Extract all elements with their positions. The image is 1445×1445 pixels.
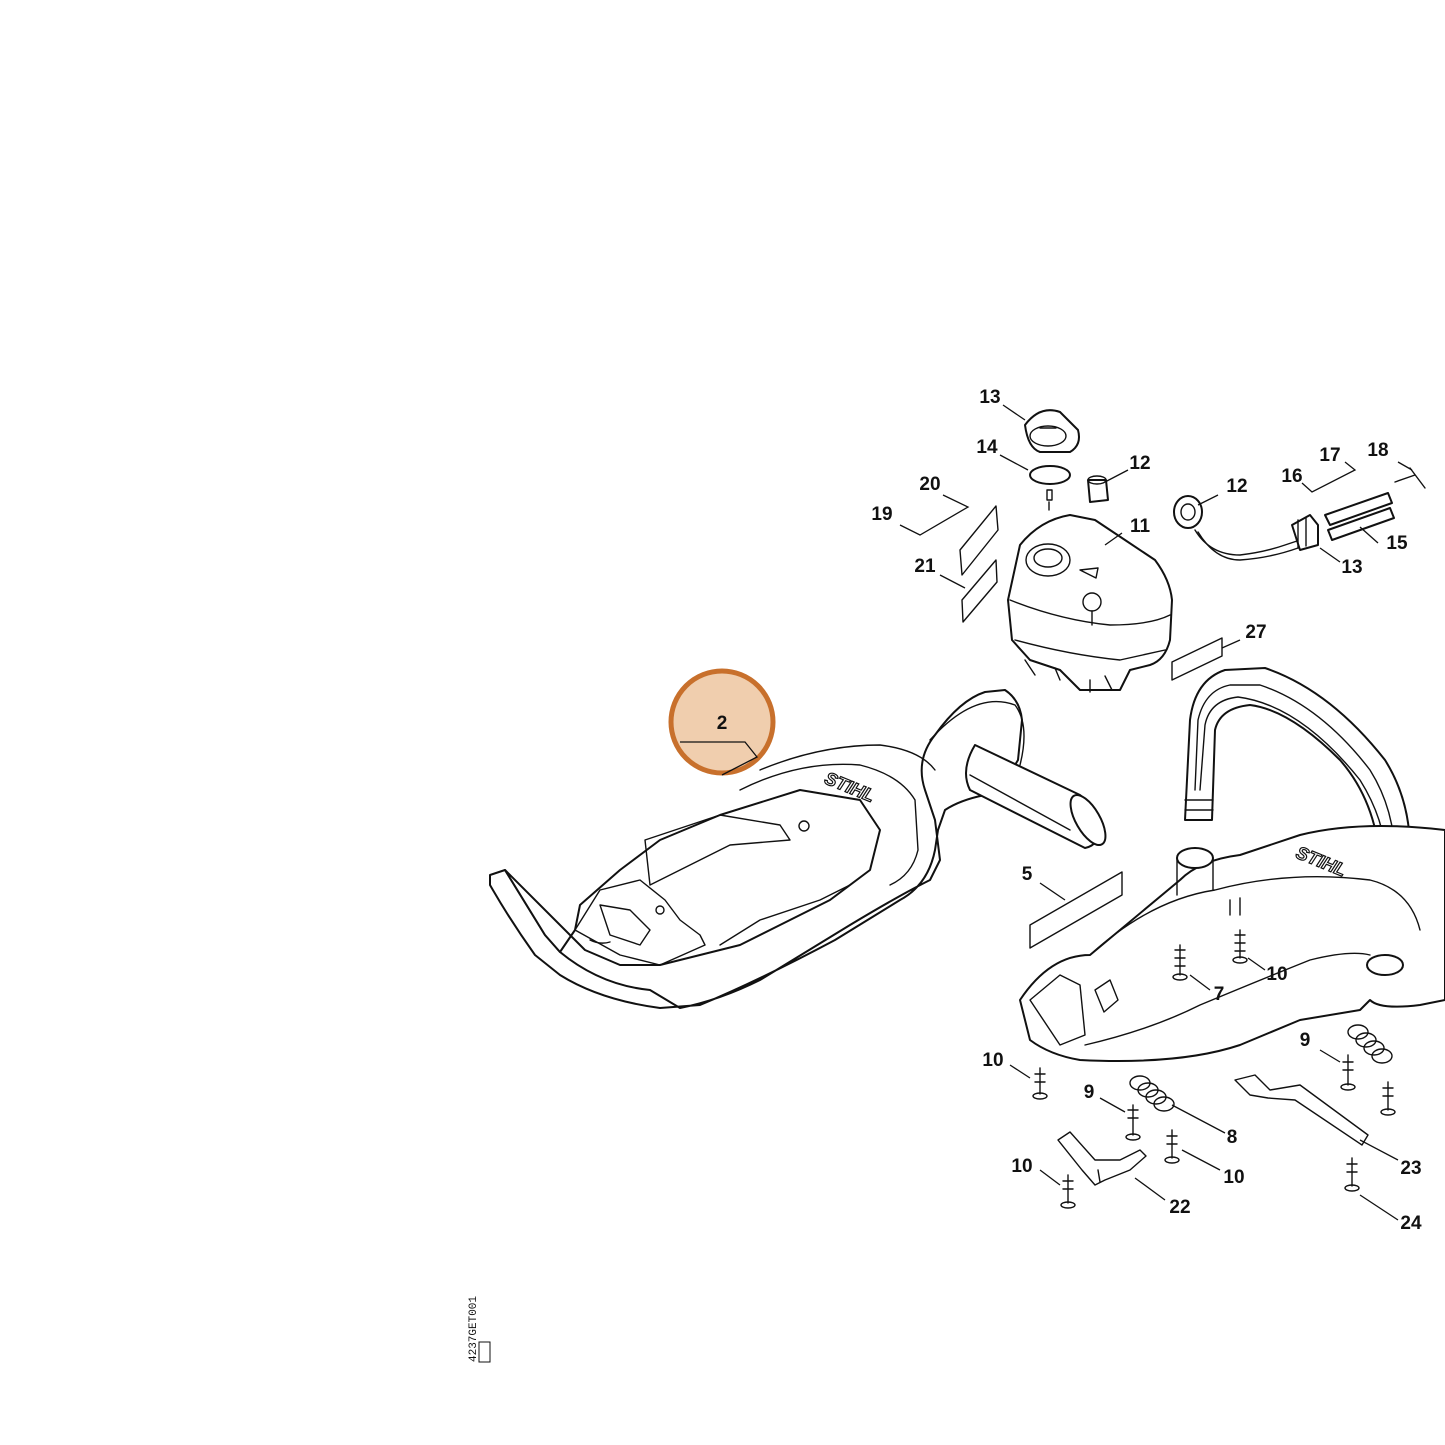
screws[interactable] (1032, 929, 1396, 1209)
leader-lines (899, 404, 1413, 1221)
callout-10b: 10 (982, 1050, 1003, 1071)
callout-21: 19 (871, 504, 892, 525)
bracket-25[interactable] (1234, 1074, 1369, 1146)
label-27 (1171, 637, 1223, 681)
tank-cap[interactable] (1024, 409, 1080, 453)
callout-18: 16 (1281, 466, 1302, 487)
callout-7: 7 (1214, 984, 1225, 1005)
drawing-code: 4237GET001 (468, 1296, 491, 1363)
part-2-highlight[interactable]: 2 (668, 668, 776, 776)
fuel-hose[interactable] (1324, 467, 1426, 541)
callout-10c: 10 (1223, 1167, 1244, 1188)
callout-10d: 10 (1011, 1156, 1032, 1177)
callout-19: 17 (1319, 445, 1340, 466)
callout-8: 8 (1227, 1127, 1238, 1148)
tank-vent[interactable] (1087, 475, 1109, 503)
spring-right[interactable] (1347, 1024, 1393, 1064)
callout-27: 27 (1245, 622, 1266, 643)
svg-text:4237GET001: 4237GET001 (468, 1296, 480, 1362)
callout-26: 24 (1400, 1213, 1422, 1234)
callout-17: 15 (1386, 533, 1408, 554)
callout-2: 2 (717, 713, 728, 734)
rear-handle-housing[interactable]: STIHL (489, 689, 1112, 1009)
callout-5: 5 (1022, 864, 1033, 885)
callout-11: 11 (1130, 516, 1151, 537)
fuel-filter[interactable] (1291, 514, 1319, 551)
callout-16: 14 (976, 437, 998, 458)
fuel-pickup-body[interactable] (1173, 495, 1301, 561)
callout-25: 23 (1400, 1158, 1421, 1179)
callout-14: 12 (1226, 476, 1247, 497)
callout-24: 22 (1169, 1197, 1190, 1218)
fuel-tank[interactable] (1007, 514, 1173, 693)
spring-8[interactable] (1129, 1075, 1175, 1112)
callout-20: 18 (1367, 440, 1388, 461)
callout-13: 13 (1341, 557, 1362, 578)
o-ring[interactable] (1029, 465, 1071, 511)
callout-22: 20 (919, 474, 940, 495)
callout-numbers: 13 14 12 12 11 20 19 21 17 18 16 15 13 2… (871, 387, 1422, 1234)
labels-21-23 (959, 505, 999, 623)
callout-23: 21 (914, 556, 936, 577)
callout-12: 12 (1129, 453, 1150, 474)
label-5 (1029, 871, 1123, 949)
callout-10a: 10 (1266, 964, 1287, 985)
callout-9a: 9 (1084, 1082, 1095, 1103)
bracket-24[interactable] (1057, 1131, 1147, 1186)
front-housing[interactable]: STIHL (1019, 825, 1445, 1062)
callout-9b: 9 (1300, 1030, 1311, 1051)
callout-15: 13 (979, 387, 1000, 408)
